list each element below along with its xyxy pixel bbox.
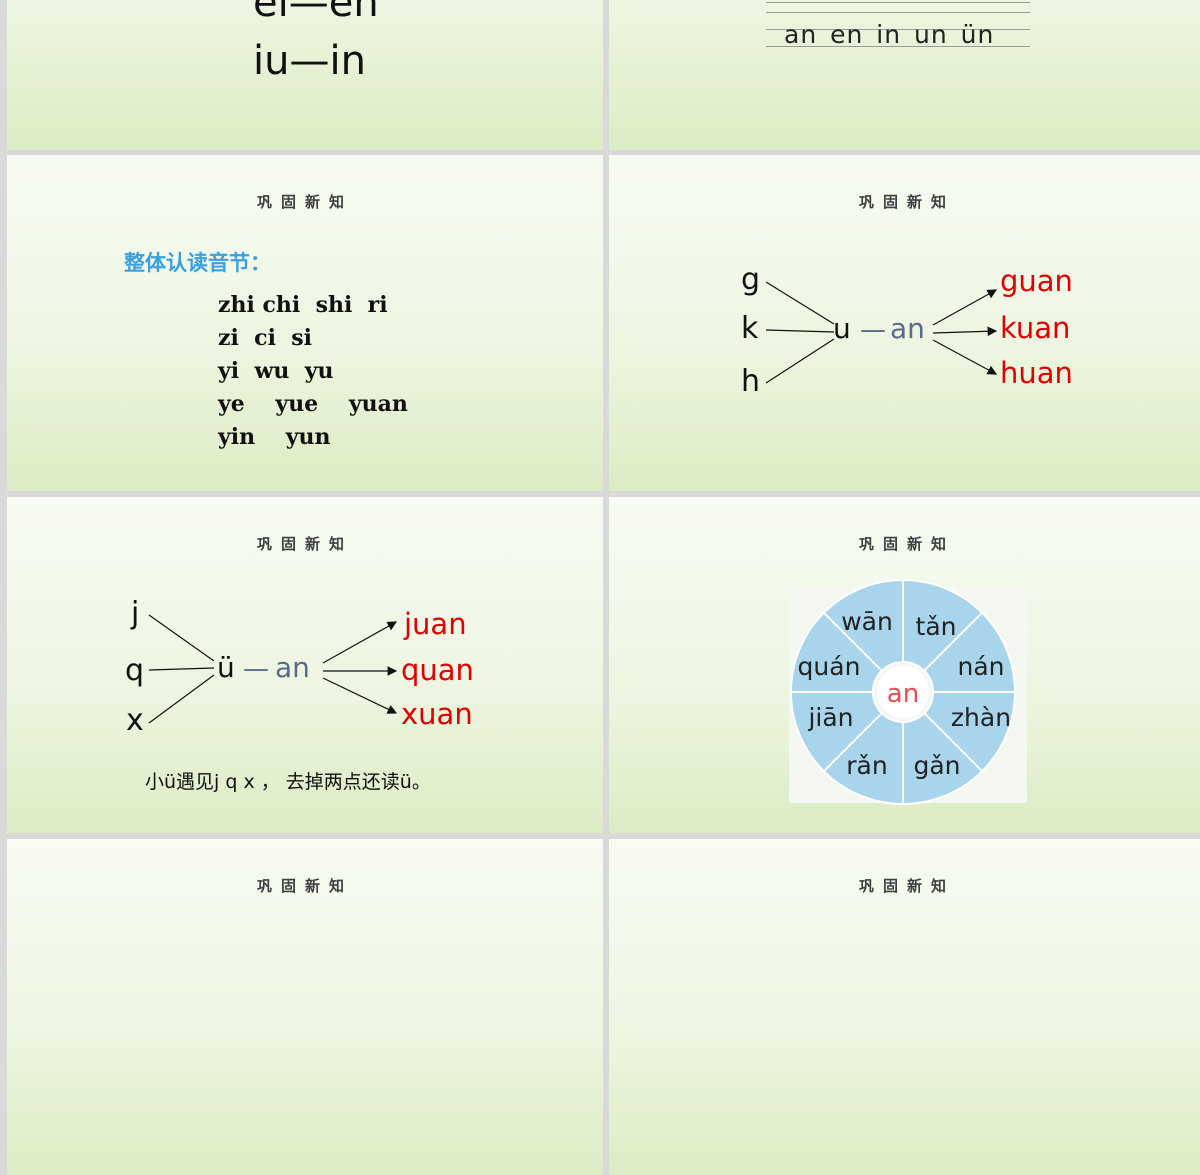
slide-3[interactable]: 巩固新知 整体认读音节： zhi chi shi ri zi ci si yi … (7, 155, 603, 491)
result-guan: guan (1000, 264, 1073, 298)
syllable-row: yi wu yu (218, 358, 334, 384)
petal-jian: jiān (807, 703, 853, 732)
pinyin-pair-ei-en: ei—en (253, 0, 379, 26)
slide-header: 巩固新知 (256, 877, 353, 895)
syllable-row: zi ci si (218, 325, 312, 351)
petal-quan: quán (798, 652, 861, 681)
syllable-row: ye yue yuan (218, 391, 408, 417)
slide-header: 巩固新知 (858, 535, 955, 553)
slide-1[interactable]: ei—en iu—in (7, 0, 603, 150)
connector-line (765, 329, 835, 333)
pinyin-pair-iu-in: iu—in (253, 38, 366, 84)
arrow (932, 339, 998, 375)
connector-line (765, 281, 835, 325)
flower-petal (922, 691, 1017, 773)
dash: — (243, 654, 269, 684)
slide-header: 巩固新知 (256, 535, 353, 553)
petal-zhan: zhàn (951, 703, 1011, 732)
flower-petal (902, 578, 984, 673)
slide-7[interactable]: 巩固新知 (7, 839, 603, 1175)
petal-nan: nán (957, 652, 1004, 681)
finals-row: an en in un ün (784, 20, 995, 49)
result-juan: juan (403, 607, 467, 641)
slide-4[interactable]: 巩固新知 g k h u — an guan kuan huan (609, 155, 1200, 491)
result-xuan: xuan (401, 697, 473, 731)
spelling-diagram-u-an: g k h u — an guan kuan huan (741, 262, 1073, 399)
flower-petal (789, 611, 884, 693)
petal-gan: gǎn (913, 751, 960, 780)
final-an: an (275, 651, 310, 684)
arrow (322, 677, 398, 714)
syllable-row: zhi chi shi ri (218, 292, 388, 318)
slide-8[interactable]: 巩固新知 (609, 839, 1200, 1175)
slide-header: 巩固新知 (256, 193, 353, 211)
petal-wan: wān (841, 607, 893, 636)
flower-petal (789, 691, 884, 773)
whole-syllables-title: 整体认读音节： (124, 251, 271, 275)
flower-syllable-wheel: an wān tǎn nán zhàn gǎn rǎn jiān quán (789, 578, 1017, 806)
initial-g: g (741, 262, 760, 297)
connector-line (148, 667, 215, 671)
slide-2[interactable]: an en in un ün (609, 0, 1200, 150)
slide-6[interactable]: 巩固新知 an wān tǎn nán zhàn gǎn rǎn jiān qu… (609, 497, 1200, 833)
petal-tan: tǎn (916, 612, 957, 641)
dash: — (860, 315, 886, 345)
slide-header: 巩固新知 (858, 193, 955, 211)
slide-header: 巩固新知 (858, 877, 955, 895)
result-quan: quan (401, 653, 474, 687)
arrow (932, 289, 998, 326)
spelling-diagram-u-umlaut-an: j q x ü — an juan quan xuan (125, 596, 474, 738)
flower-petal (822, 711, 904, 806)
result-huan: huan (1000, 356, 1073, 390)
medial-u-umlaut: ü (217, 651, 235, 684)
arrow (322, 621, 398, 664)
slide-5[interactable]: 巩固新知 j q x ü — an juan quan xuan 小ü遇见j q… (7, 497, 603, 833)
arrow (932, 326, 998, 337)
connector-line (148, 614, 215, 662)
syllable-row: yin yun (218, 424, 331, 450)
petal-group (789, 578, 1017, 806)
initial-k: k (741, 311, 759, 346)
flower-petal (822, 578, 904, 673)
writing-guide-lines (766, 2, 1030, 56)
medial-u: u (833, 312, 851, 345)
flower-petal (902, 711, 984, 806)
center-circle (877, 666, 929, 718)
center-final: an (887, 679, 919, 709)
connector-line (148, 674, 215, 724)
final-an: an (890, 312, 925, 345)
flower-petal (922, 611, 1017, 693)
petal-ran: rǎn (846, 751, 887, 780)
connector-line (765, 338, 835, 384)
result-kuan: kuan (1000, 311, 1070, 345)
rule-note: 小ü遇见j q x ， 去掉两点还读ü。 (145, 771, 431, 793)
initial-h: h (741, 364, 760, 399)
whole-syllables-list: zhi chi shi ri zi ci si yi wu yu ye yue … (218, 289, 408, 454)
initial-x: x (126, 703, 144, 738)
initial-j: j (130, 596, 139, 631)
initial-q: q (125, 653, 144, 688)
